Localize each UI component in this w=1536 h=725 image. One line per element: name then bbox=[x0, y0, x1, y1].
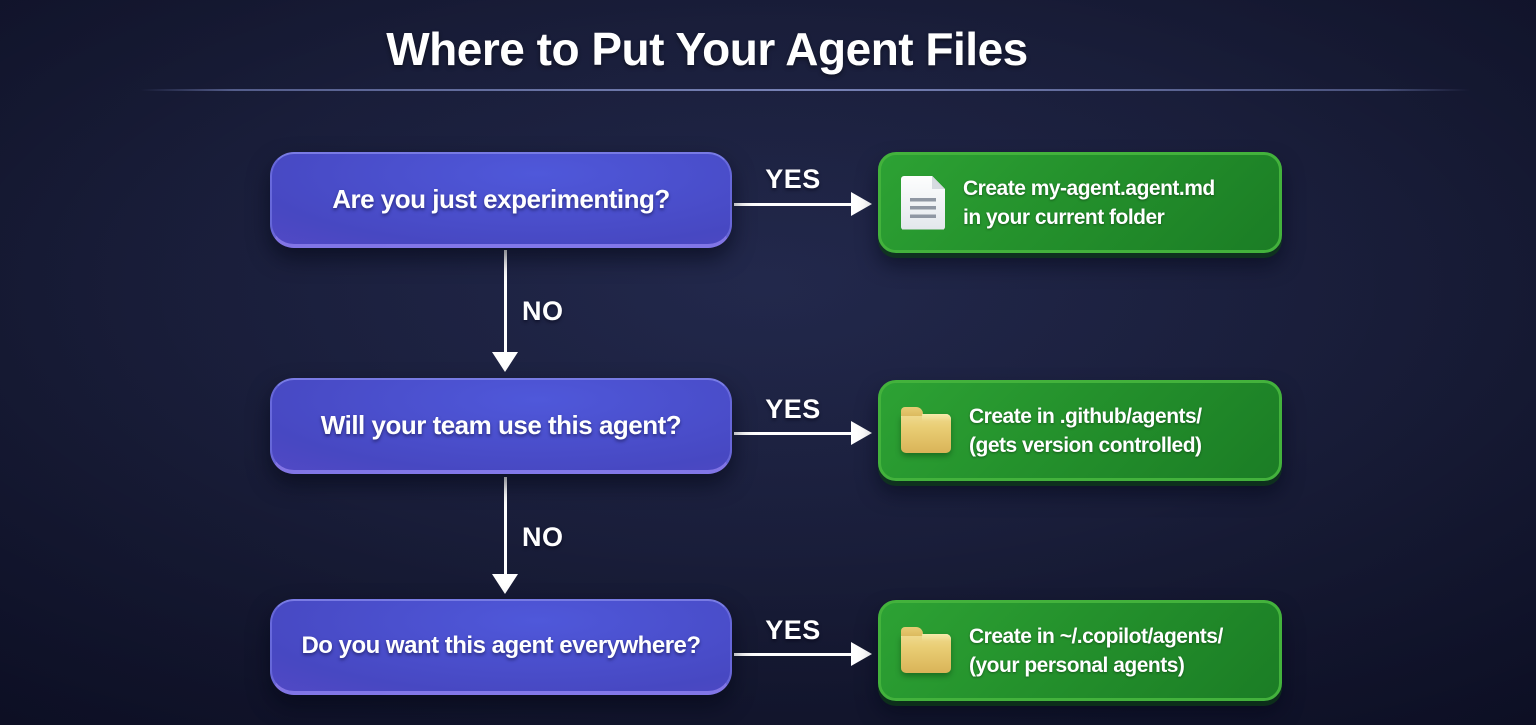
no-label: NO bbox=[522, 296, 564, 326]
title-divider bbox=[140, 89, 1470, 91]
arrow-head-right-icon bbox=[851, 192, 872, 216]
arrow-line bbox=[734, 653, 852, 656]
arrow-line bbox=[504, 250, 507, 352]
result-box-github-agents: Create in .github/agents/ (gets version … bbox=[878, 380, 1282, 481]
arrow-head-right-icon bbox=[851, 642, 872, 666]
question-text: Will your team use this agent? bbox=[320, 409, 682, 440]
arrow-head-down-icon bbox=[492, 352, 518, 372]
result-line: Create in .github/agents/ bbox=[969, 404, 1202, 428]
yes-label: YES bbox=[765, 394, 821, 424]
no-label: NO bbox=[522, 522, 564, 552]
yes-label: YES bbox=[765, 164, 821, 194]
question-box-agent-everywhere: Do you want this agent everywhere? bbox=[270, 599, 732, 695]
question-text: Do you want this agent everywhere? bbox=[301, 632, 701, 659]
folder-icon bbox=[901, 407, 951, 453]
result-text: Create in .github/agents/ (gets version … bbox=[969, 402, 1202, 460]
document-lines bbox=[910, 197, 936, 218]
arrow-line bbox=[734, 432, 852, 435]
document-icon bbox=[901, 175, 945, 230]
document-fold bbox=[931, 175, 945, 189]
question-text: Are you just experimenting? bbox=[332, 183, 670, 214]
question-box-experimenting: Are you just experimenting? bbox=[270, 152, 732, 248]
arrow-head-right-icon bbox=[851, 421, 872, 445]
result-line: Create my-agent.agent.md bbox=[963, 176, 1215, 200]
result-text: Create my-agent.agent.md in your current… bbox=[963, 174, 1215, 232]
folder-icon bbox=[901, 627, 951, 673]
arrow-line bbox=[504, 477, 507, 574]
result-line: Create in ~/.copilot/agents/ bbox=[969, 624, 1223, 648]
arrow-line bbox=[734, 203, 852, 206]
page-title: Where to Put Your Agent Files bbox=[386, 23, 1028, 75]
result-line: (gets version controlled) bbox=[969, 433, 1202, 457]
result-line: in your current folder bbox=[963, 205, 1165, 229]
result-box-current-folder: Create my-agent.agent.md in your current… bbox=[878, 152, 1282, 253]
arrow-head-down-icon bbox=[492, 574, 518, 594]
question-box-team-use: Will your team use this agent? bbox=[270, 378, 732, 474]
result-text: Create in ~/.copilot/agents/ (your perso… bbox=[969, 622, 1223, 680]
result-line: (your personal agents) bbox=[969, 653, 1185, 677]
yes-label: YES bbox=[765, 615, 821, 645]
result-box-copilot-agents: Create in ~/.copilot/agents/ (your perso… bbox=[878, 600, 1282, 701]
